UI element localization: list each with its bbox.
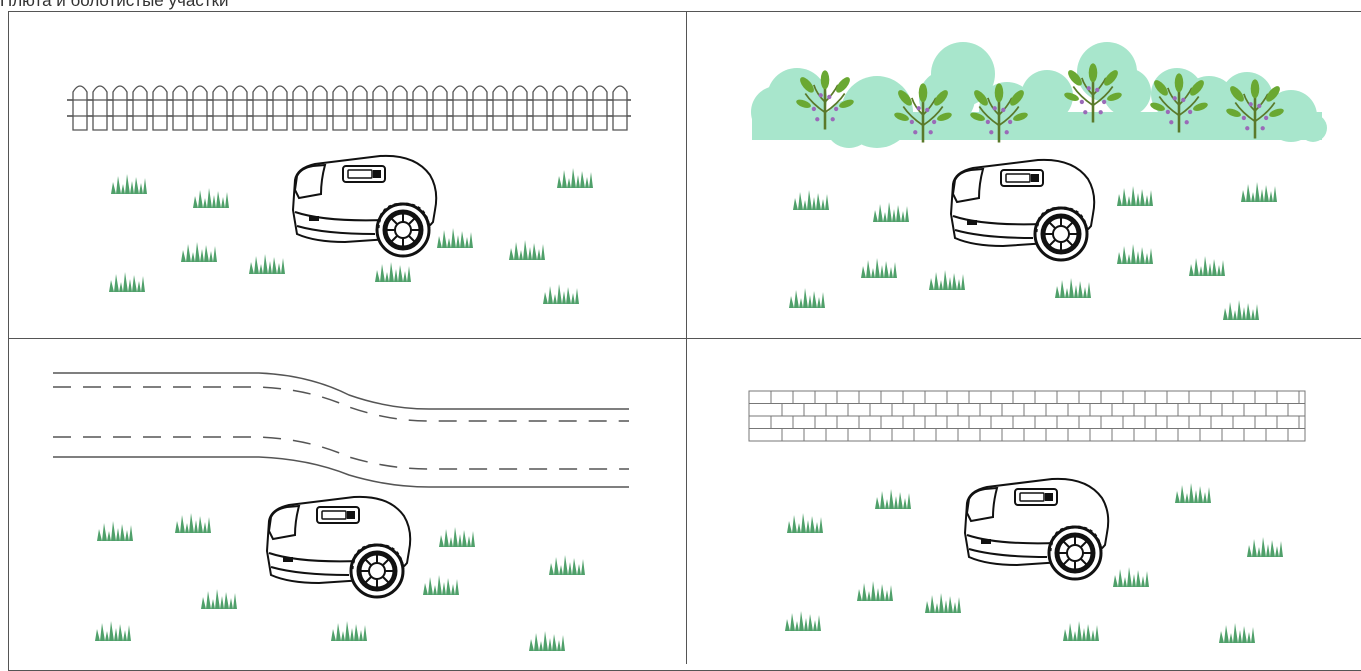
mower-robot bbox=[965, 479, 1108, 579]
fence-picket bbox=[93, 86, 107, 130]
fence-picket bbox=[273, 86, 287, 130]
fence-picket bbox=[373, 86, 387, 130]
divider-horizontal bbox=[8, 338, 1361, 339]
road-icon bbox=[53, 373, 629, 487]
mower-robot bbox=[293, 156, 436, 256]
panel-road bbox=[9, 339, 686, 664]
fence-picket bbox=[153, 86, 167, 130]
fence-picket bbox=[253, 86, 267, 130]
panel-fence bbox=[9, 12, 686, 338]
fence-picket bbox=[413, 86, 427, 130]
mower-robot bbox=[267, 497, 410, 597]
fence-picket bbox=[313, 86, 327, 130]
fence-icon bbox=[67, 86, 631, 130]
fence-picket bbox=[553, 86, 567, 130]
fence-picket bbox=[353, 86, 367, 130]
fence-picket bbox=[333, 86, 347, 130]
fence-picket bbox=[73, 86, 87, 130]
fence-picket bbox=[133, 86, 147, 130]
fence-picket bbox=[473, 86, 487, 130]
fence-picket bbox=[593, 86, 607, 130]
caption: Плюта и болотистые участки bbox=[0, 0, 229, 11]
fence-picket bbox=[513, 86, 527, 130]
fence-picket bbox=[453, 86, 467, 130]
fence-picket bbox=[173, 86, 187, 130]
fence-picket bbox=[213, 86, 227, 130]
fence-picket bbox=[433, 86, 447, 130]
fence-picket bbox=[493, 86, 507, 130]
fence-picket bbox=[193, 86, 207, 130]
fence-picket bbox=[393, 86, 407, 130]
fence-picket bbox=[573, 86, 587, 130]
fence-picket bbox=[533, 86, 547, 130]
panel-brick-wall bbox=[687, 339, 1361, 664]
fence-picket bbox=[613, 86, 627, 130]
panel-shrubs bbox=[687, 12, 1361, 338]
fence-picket bbox=[113, 86, 127, 130]
mower-robot bbox=[951, 160, 1094, 260]
brick-wall-icon bbox=[749, 391, 1305, 441]
fence-picket bbox=[293, 86, 307, 130]
fence-picket bbox=[233, 86, 247, 130]
